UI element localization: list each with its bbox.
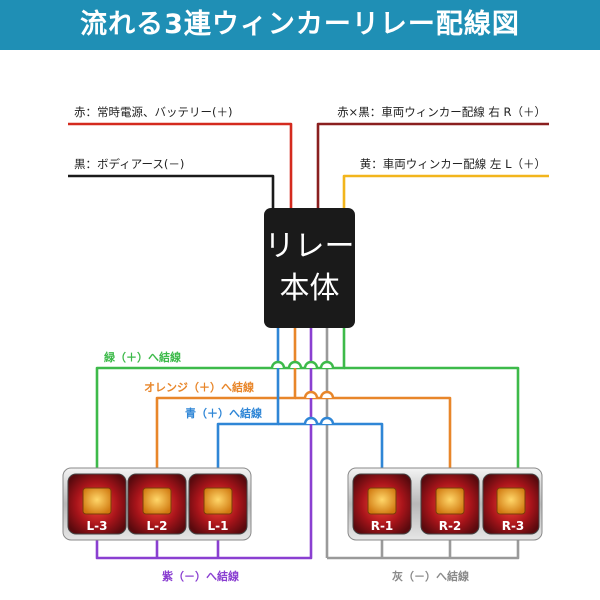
red-wire bbox=[68, 122, 293, 210]
yellow-wire-label: 黄：車両ウィンカー配線 左 L（＋） bbox=[360, 157, 546, 171]
lamp-r1: R-1 bbox=[352, 473, 412, 535]
blue-wire-label: 青（＋）へ結線 bbox=[185, 406, 262, 420]
lamp-label-r1: R-1 bbox=[371, 519, 394, 533]
relay-label-line2: 本体 bbox=[280, 271, 340, 306]
green-wire-right bbox=[344, 366, 520, 478]
lamp-label-l3: L-3 bbox=[87, 519, 108, 533]
red-black-wire-label: 赤×黒：車両ウィンカー配線 右 R（＋） bbox=[337, 105, 546, 119]
orange-wire-label: オレンジ（＋）へ結線 bbox=[144, 380, 254, 394]
diagram-title: 流れる3連ウィンカーリレー配線図 bbox=[80, 9, 520, 40]
red-black-wire bbox=[316, 122, 549, 210]
lamp-label-l2: L-2 bbox=[147, 519, 168, 533]
lamp-label-r3: R-3 bbox=[502, 519, 525, 533]
lamp-label-r2: R-2 bbox=[439, 519, 462, 533]
green-wire-label: 緑（＋）へ結線 bbox=[104, 350, 181, 364]
purple-wire bbox=[95, 328, 313, 560]
title-banner: 流れる3連ウィンカーリレー配線図 bbox=[0, 0, 600, 50]
red-wire-label: 赤：常時電源、バッテリー(＋) bbox=[74, 105, 232, 119]
right-lamp-unit: R-1 R-2 R-3 bbox=[347, 467, 543, 541]
yellow-wire bbox=[342, 174, 549, 210]
relay-label-line1: リレー bbox=[265, 229, 355, 264]
lamp-l3: L-3 bbox=[67, 473, 127, 535]
lamp-r3: R-3 bbox=[482, 473, 540, 535]
lamp-l2: L-2 bbox=[127, 473, 187, 535]
lamp-l1: L-1 bbox=[188, 473, 248, 535]
gray-bus bbox=[327, 534, 520, 560]
wire-hops bbox=[270, 360, 335, 425]
lamp-label-l1: L-1 bbox=[208, 519, 229, 533]
orange-wire-right bbox=[295, 396, 452, 478]
blue-wire bbox=[216, 328, 280, 478]
purple-wire-label: 紫（－）へ結線 bbox=[162, 569, 239, 583]
gray-wire-label: 灰（－）へ結線 bbox=[392, 569, 469, 583]
black-wire-label: 黒：ボディアース(－) bbox=[74, 157, 184, 171]
green-wire bbox=[95, 328, 346, 478]
left-lamp-unit: L-3 L-2 L-1 bbox=[62, 467, 252, 541]
relay-body bbox=[264, 208, 355, 328]
black-wire bbox=[68, 174, 275, 210]
lamp-r2: R-2 bbox=[420, 473, 480, 535]
